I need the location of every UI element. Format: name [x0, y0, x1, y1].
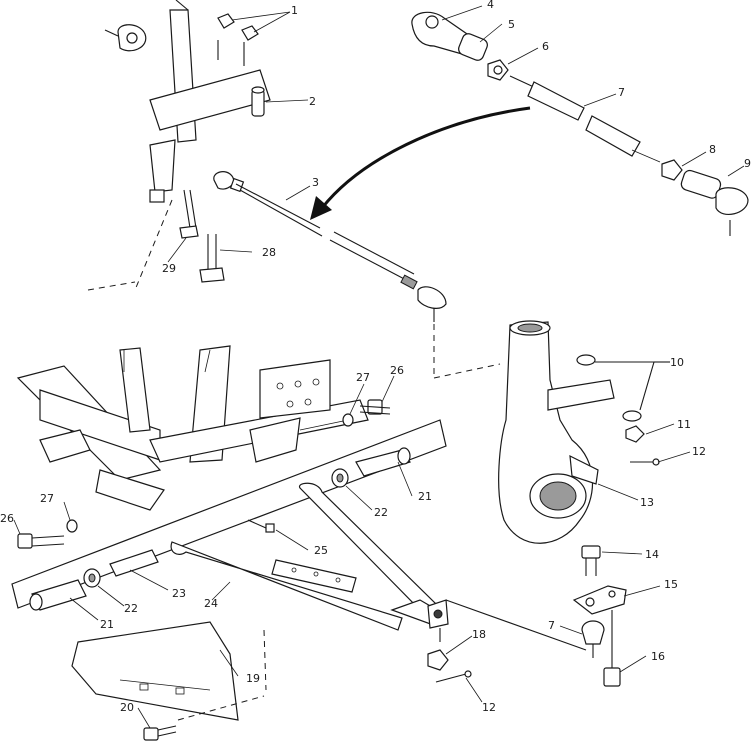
- callout-7-lower: 7: [548, 619, 555, 632]
- leader-lines: [13, 5, 745, 729]
- callout-10: 10: [670, 356, 684, 369]
- washer-27-right: [342, 413, 354, 427]
- grease-fitting-25: [247, 519, 275, 533]
- callout-21-left: 21: [100, 618, 114, 631]
- steering-post: [87, 0, 271, 291]
- cotter-pin-12-upper: [630, 458, 660, 466]
- callout-12-upper: 12: [692, 445, 706, 458]
- bolt-16: [603, 610, 621, 687]
- washers-10: [576, 354, 670, 422]
- callout-25: 25: [314, 544, 328, 557]
- cotter-pin-12-lower: [435, 670, 472, 683]
- callout-22-right: 22: [374, 506, 388, 519]
- callout-1: 1: [291, 4, 298, 17]
- bolt-14: [581, 545, 601, 576]
- callout-24: 24: [204, 597, 218, 610]
- callout-6: 6: [542, 40, 549, 53]
- callout-16: 16: [651, 650, 665, 663]
- nut-18: [427, 649, 449, 671]
- skid-plate-19: [71, 621, 267, 721]
- callout-11: 11: [677, 418, 691, 431]
- callout-2: 2: [309, 95, 316, 108]
- callout-22-left: 22: [124, 602, 138, 615]
- callout-13: 13: [640, 496, 654, 509]
- tie-rod-end-upper-left: [104, 24, 147, 52]
- jam-nut-8: [661, 159, 683, 181]
- callout-19: 19: [246, 672, 260, 685]
- pivot-tube-21-left: [29, 579, 87, 611]
- adjuster-sleeve-7: [509, 75, 661, 163]
- callout-26-right: 26: [390, 364, 404, 377]
- callout-23-lower: 23: [172, 587, 186, 600]
- tie-rod-end-4-5: [411, 11, 488, 61]
- nuts-1: [217, 13, 259, 66]
- steering-knuckle-13: [433, 320, 615, 544]
- bolt-28: [199, 234, 225, 283]
- pivot-tube-21-right: [355, 447, 411, 477]
- callout-4: 4: [487, 0, 494, 11]
- ball-joint-7: [581, 620, 605, 658]
- callout-20: 20: [120, 701, 134, 714]
- callout-18: 18: [472, 628, 486, 641]
- callout-9: 9: [744, 157, 751, 170]
- bushing-2: [251, 86, 265, 117]
- frame: [16, 345, 369, 511]
- direction-arrow: [310, 106, 531, 220]
- callout-12-lower: 12: [482, 701, 496, 714]
- tie-rod-assembly-3: [213, 171, 447, 378]
- washer-22-right: [331, 468, 349, 488]
- bolt-20: [143, 725, 177, 741]
- callout-28: 28: [262, 246, 276, 259]
- callout-8: 8: [709, 143, 716, 156]
- callout-27-left: 27: [40, 492, 54, 505]
- callout-15: 15: [664, 578, 678, 591]
- bushing-23: [109, 549, 159, 577]
- plate-15: [572, 585, 627, 615]
- jam-nut-6: [487, 59, 509, 81]
- bolt-29: [179, 189, 199, 239]
- callout-21-right: 21: [418, 490, 432, 503]
- callout-29: 29: [162, 262, 176, 275]
- nut-11: [625, 425, 645, 443]
- callout-14: 14: [645, 548, 659, 561]
- callout-7-upper: 7: [618, 86, 625, 99]
- callout-26-left: 26: [0, 512, 14, 525]
- callout-5: 5: [508, 18, 515, 31]
- bolt-26-right: [359, 399, 391, 415]
- washer-27-left: [66, 519, 78, 533]
- bolt-26-left: [17, 533, 65, 549]
- callout-labels: 1 2 3 4 5 6 7 8 9 10 11 12 13 14 15 7 16…: [0, 0, 751, 714]
- tie-rod-end-9: [680, 169, 749, 236]
- callout-27-right: 27: [356, 371, 370, 384]
- washer-22-left: [83, 568, 101, 588]
- callout-3: 3: [312, 176, 319, 189]
